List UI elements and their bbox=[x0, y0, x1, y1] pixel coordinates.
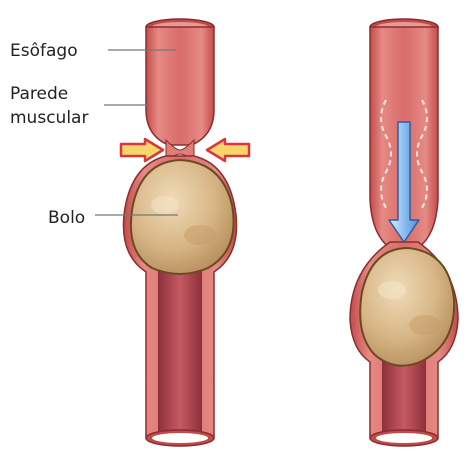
label-esofago: Esôfago bbox=[10, 41, 78, 61]
right-esophagus bbox=[350, 19, 458, 446]
left-upper-tube bbox=[146, 27, 214, 145]
label-bolo: Bolo bbox=[48, 208, 85, 228]
right-bolus bbox=[360, 248, 454, 366]
right-squeeze-arrow bbox=[207, 139, 249, 161]
label-parede-line2: muscular bbox=[10, 108, 88, 128]
left-esophagus bbox=[121, 19, 249, 446]
left-bolus bbox=[131, 160, 234, 274]
label-parede-line1: Parede bbox=[10, 84, 68, 104]
left-lower-lumen bbox=[158, 260, 202, 438]
left-squeeze-arrow bbox=[121, 139, 163, 161]
